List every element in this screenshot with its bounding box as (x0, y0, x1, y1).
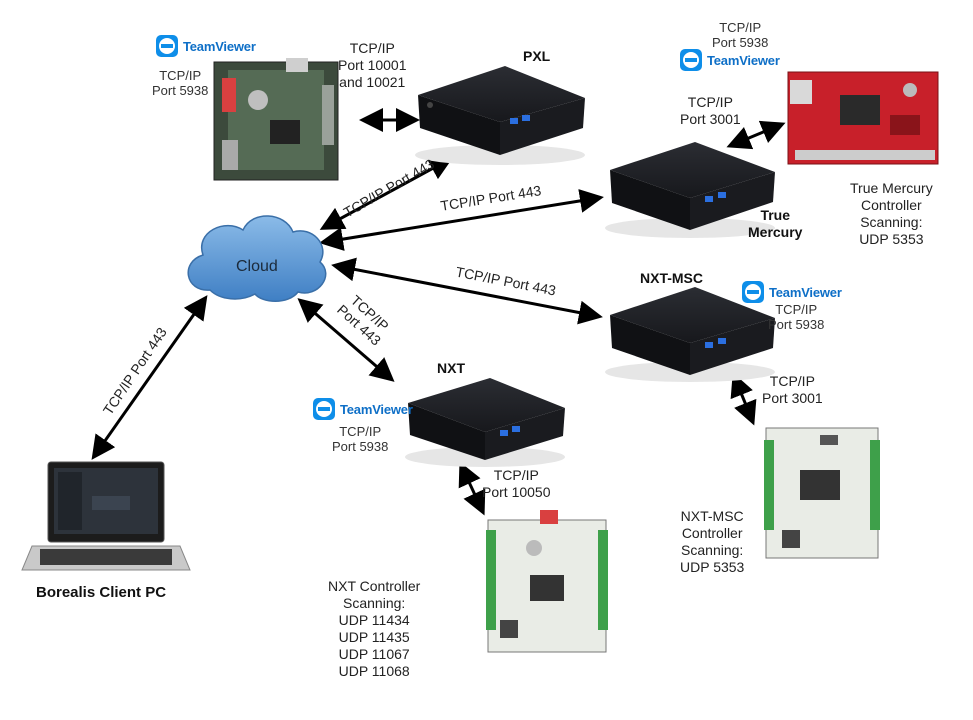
tv-port-pxl: TCP/IP Port 5938 (152, 68, 209, 98)
teamviewer-badge-pxl: TeamViewer (156, 35, 256, 57)
teamviewer-badge-msc: TeamViewer (742, 281, 842, 303)
teamviewer-badge-mercury: TeamViewer (680, 49, 780, 71)
nxt-controller-board (486, 510, 608, 653)
arrow-cloud-nxt (297, 298, 395, 382)
teamviewer-brand: TeamViewer (769, 284, 842, 300)
nxt-msc-device (605, 287, 775, 382)
teamviewer-icon (313, 398, 335, 420)
tv-port-mercury: TCP/IP Port 5938 (712, 20, 769, 50)
arrow-mercury-controller (726, 120, 786, 150)
tv-port-msc: TCP/IP Port 5938 (768, 302, 825, 332)
teamviewer-badge-nxt: TeamViewer (313, 398, 413, 420)
teamviewer-icon (742, 281, 764, 303)
teamviewer-brand: TeamViewer (183, 38, 256, 54)
pxl-controller-port: TCP/IP Port 10001 and 10021 (338, 40, 407, 90)
arrow-cloud-msc (331, 257, 603, 325)
laptop (21, 461, 191, 571)
arrow-msc-controller (730, 372, 757, 426)
nxt-msc-label: NXT-MSC (640, 270, 703, 286)
mercury-scanning-note: True Mercury Controller Scanning: UDP 53… (850, 180, 933, 247)
msc-scanning-note: NXT-MSC Controller Scanning: UDP 5353 (680, 508, 745, 575)
mercury-label: True Mercury (748, 207, 803, 240)
nxt-scanning-note: NXT Controller Scanning: UDP 11434 UDP 1… (328, 578, 421, 679)
mercury-controller-board (787, 71, 939, 165)
msc-controller-board (764, 427, 880, 559)
pxl-label: PXL (523, 48, 551, 64)
mercury-controller-port: TCP/IP Port 3001 (680, 94, 741, 127)
mercury-device (605, 142, 775, 238)
tv-port-nxt: TCP/IP Port 5938 (332, 424, 389, 454)
arrow-cloud-mercury (319, 189, 604, 251)
nxt-label: NXT (437, 360, 465, 376)
teamviewer-brand: TeamViewer (340, 401, 413, 417)
arrow-client-cloud (91, 295, 208, 460)
nxt-device (405, 378, 565, 467)
teamviewer-icon (680, 49, 702, 71)
teamviewer-icon (156, 35, 178, 57)
nxt-controller-port: TCP/IP Port 10050 (482, 467, 551, 500)
cloud-shape (187, 215, 327, 302)
pxl-device (415, 66, 585, 165)
pxl-controller-board (213, 58, 339, 181)
arrow-nxt-controller (458, 461, 486, 516)
teamviewer-brand: TeamViewer (707, 52, 780, 68)
client-label: Borealis Client PC (36, 584, 167, 601)
msc-controller-port: TCP/IP Port 3001 (762, 373, 823, 406)
cloud-label: Cloud (236, 258, 278, 275)
